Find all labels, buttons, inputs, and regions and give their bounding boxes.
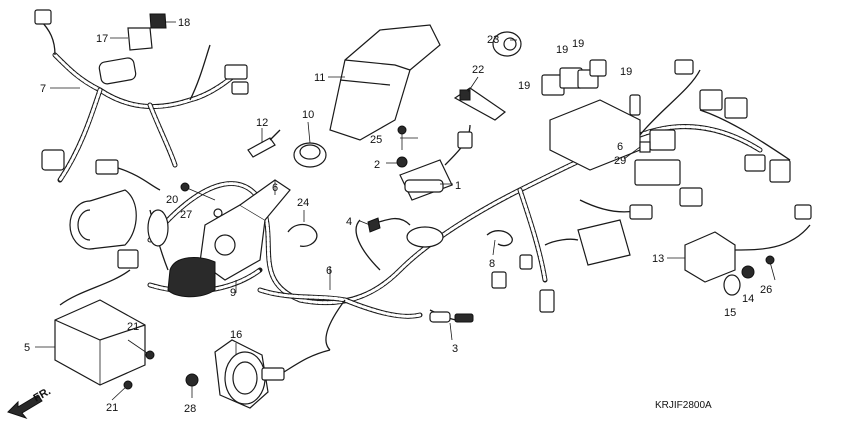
control-unit-part-5 <box>35 249 146 386</box>
grommet-part-15 <box>723 274 741 296</box>
callout-20: 20 <box>166 194 178 206</box>
callout-1: 1 <box>455 180 461 192</box>
sensor-part-3 <box>429 311 474 323</box>
bracket-part-12 <box>247 129 281 158</box>
bolt-part-21-upper <box>127 339 155 360</box>
callout-25: 25 <box>370 134 382 146</box>
callout-21-lower: 21 <box>106 402 118 414</box>
callout-6-right: 6 <box>617 141 623 153</box>
callout-19-d: 19 <box>518 80 530 92</box>
clip-part-18 <box>149 13 176 29</box>
callout-18: 18 <box>178 17 190 29</box>
cover-part-11 <box>329 24 441 141</box>
callout-3: 3 <box>452 343 458 355</box>
callout-21-upper: 21 <box>127 321 139 333</box>
callout-13: 13 <box>652 253 664 265</box>
ignition-switch-part-9 <box>147 179 291 298</box>
washer-part-14 <box>741 265 755 279</box>
callout-29: 29 <box>614 155 626 167</box>
callout-2: 2 <box>374 159 380 171</box>
callout-8: 8 <box>489 258 495 270</box>
callout-24: 24 <box>297 197 309 209</box>
callout-9: 9 <box>230 287 236 299</box>
callout-11: 11 <box>314 72 325 84</box>
unit-part-13 <box>684 204 812 283</box>
bolt-part-28 <box>185 373 199 398</box>
nut-part-2 <box>396 156 408 168</box>
callout-labels: 1 2 3 4 5 6 6 6 7 8 9 10 11 12 13 14 15 … <box>24 17 772 415</box>
callout-6-middle: 6 <box>326 265 332 277</box>
callout-19-a: 19 <box>556 44 568 56</box>
leader-lines <box>50 39 685 355</box>
callout-6-upper: 6 <box>272 182 278 194</box>
cylindrical-part <box>69 159 161 250</box>
connector-part-17 <box>110 27 153 51</box>
bolt-part-25 <box>397 125 407 150</box>
diagram-code: KRJIF2800A <box>655 400 712 411</box>
fuse-box <box>549 99 703 220</box>
grommet-part-23 <box>492 31 522 57</box>
bolt-part-21-lower <box>111 380 133 401</box>
callout-14: 14 <box>742 293 754 305</box>
bolt-part-20 <box>180 182 216 201</box>
callout-17: 17 <box>96 33 108 45</box>
multi-pin-connector <box>491 219 631 313</box>
sub-harness <box>34 9 249 183</box>
clip-part-8 <box>486 230 513 247</box>
tie-band-part-24 <box>287 223 318 247</box>
callout-4: 4 <box>346 216 352 228</box>
sensor-part-4 <box>367 217 444 248</box>
callout-7: 7 <box>40 83 46 95</box>
callout-23: 23 <box>487 34 499 46</box>
bracket-part-29 <box>639 141 651 153</box>
relay-group-part-19 <box>541 59 607 96</box>
callout-12: 12 <box>256 117 268 129</box>
solenoid-part-1 <box>399 124 473 201</box>
bolt-part-26 <box>765 255 776 281</box>
callout-22: 22 <box>472 64 484 76</box>
cap-part-10 <box>293 142 327 168</box>
callout-15: 15 <box>724 307 736 319</box>
callout-19-b: 19 <box>572 38 584 50</box>
callout-28: 28 <box>184 403 196 415</box>
callout-5: 5 <box>24 342 30 354</box>
callout-10: 10 <box>302 109 314 121</box>
right-connectors <box>629 59 791 183</box>
band-part-22 <box>453 87 507 121</box>
callout-26: 26 <box>760 284 772 296</box>
horn-part-16 <box>214 339 331 409</box>
callout-16: 16 <box>230 329 242 341</box>
callout-27: 27 <box>180 209 192 221</box>
front-direction-arrow: FR. <box>7 385 53 420</box>
callout-19-c: 19 <box>620 66 632 78</box>
direction-label: FR. <box>32 385 53 404</box>
